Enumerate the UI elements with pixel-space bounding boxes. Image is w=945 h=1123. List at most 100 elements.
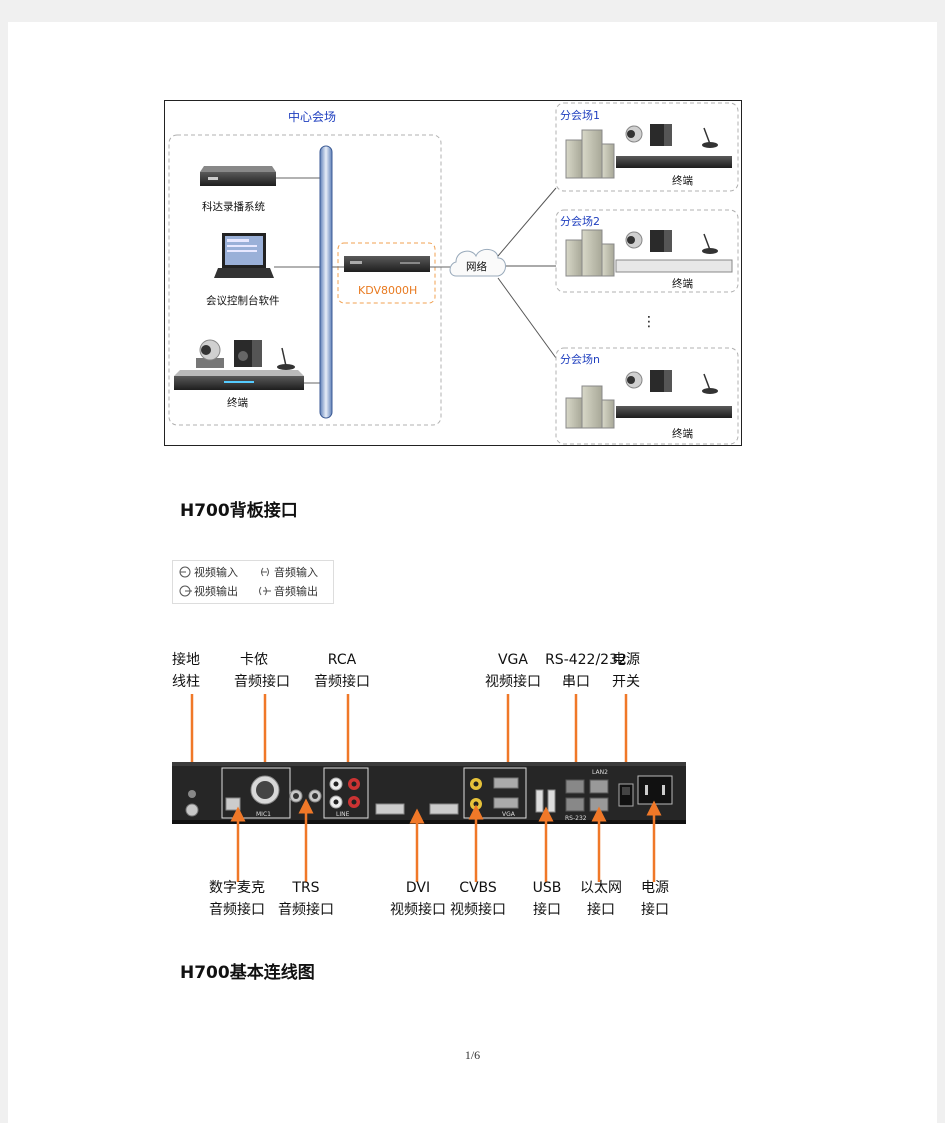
terminal-device-icon — [616, 156, 732, 168]
mcu-label: KDV8000H — [358, 284, 417, 297]
microphone-icon — [702, 233, 718, 254]
label-digital-mic-2: 音频接口 — [209, 901, 265, 916]
xlr-port-icon — [250, 775, 280, 805]
legend-audio-in: 音频输入 — [274, 565, 318, 579]
terminal-device-icon — [615, 259, 733, 273]
ground-post-icon — [185, 790, 199, 817]
video-in-icon — [179, 566, 191, 578]
microphone-icon — [277, 347, 295, 370]
laptop-icon — [214, 233, 274, 278]
label-serial-1: RS-422/232 — [545, 652, 627, 668]
network-label: 网络 — [466, 260, 487, 273]
label-rca-2: 音频接口 — [314, 673, 370, 690]
branch-terminal-label: 终端 — [672, 427, 693, 440]
mcu-device-icon — [344, 256, 430, 272]
section-heading-back-panel: H700背板接口 — [180, 501, 298, 521]
label-usb-1: USB — [533, 880, 562, 896]
speaker-icon — [234, 340, 262, 367]
speaker-icon — [664, 124, 672, 146]
branch-title: 分会场n — [560, 352, 600, 366]
branch-title: 分会场2 — [560, 214, 600, 228]
silk-line: LINE — [336, 811, 350, 818]
mcu-box — [337, 242, 436, 304]
camera-icon — [625, 371, 643, 389]
label-power-switch-2: 开关 — [612, 674, 640, 690]
building-icon — [565, 129, 615, 179]
label-xlr-2: 音频接口 — [234, 673, 290, 690]
speaker-icon — [650, 124, 664, 146]
label-serial-2: 串口 — [562, 674, 590, 690]
silk-lan2: LAN2 — [592, 769, 608, 776]
central-site-title: 中心会场 — [288, 109, 336, 124]
camera-icon — [625, 231, 643, 249]
label-trs-2: 音频接口 — [278, 901, 334, 916]
serial-port-icon — [565, 779, 585, 812]
label-dvi-2: 视频接口 — [390, 901, 446, 916]
digital-mic-port — [225, 797, 241, 811]
legend-video-in: 视频输入 — [194, 565, 238, 579]
label-ethernet-2: 接口 — [587, 901, 615, 916]
branch-title: 分会场1 — [560, 108, 600, 122]
center-terminal-label: 终端 — [227, 396, 248, 409]
label-cvbs-1: CVBS — [459, 880, 497, 896]
label-usb-2: 接口 — [533, 901, 561, 916]
audio-in-icon — [261, 567, 269, 577]
microphone-icon — [702, 127, 718, 148]
branch-site-2: 分会场2 终端 — [555, 209, 739, 293]
terminal-device-icon — [616, 406, 732, 418]
branch-terminal-label: 终端 — [672, 174, 693, 187]
speaker-icon — [650, 370, 664, 392]
link-line — [497, 277, 557, 359]
camera-icon — [625, 125, 643, 143]
back-panel-chassis — [172, 762, 686, 824]
console-software-label: 会议控制台软件 — [206, 294, 280, 307]
page-number: 1/6 — [464, 1048, 481, 1062]
center-terminal-device-icon — [174, 370, 304, 390]
more-sites-ellipsis: ⋮ — [642, 314, 656, 330]
silk-vga: VGA — [502, 811, 516, 818]
speaker-icon — [650, 230, 664, 252]
microphone-icon — [702, 373, 718, 394]
label-xlr-1: 卡侬 — [240, 652, 268, 668]
branch-site-1: 分会场1 终端 — [555, 102, 739, 192]
recording-system-label: 科达录播系统 — [202, 200, 265, 213]
legend-audio-out: 音频输出 — [274, 584, 318, 598]
power-switch-icon — [618, 783, 634, 807]
building-icon — [565, 229, 615, 277]
central-site-box — [168, 134, 442, 426]
video-out-icon — [179, 585, 192, 597]
vga-port-icon — [493, 777, 519, 809]
label-cvbs-2: 视频接口 — [450, 901, 506, 916]
building-icon — [565, 385, 615, 429]
camera-icon — [196, 339, 224, 368]
h700-back-panel-diagram: 接地 线柱 卡侬 音频接口 RCA 音频接口 VGA 视频接口 RS-422/2… — [172, 651, 686, 916]
network-cloud-icon — [449, 249, 506, 277]
rca-port-icon — [329, 777, 360, 809]
link-line — [497, 187, 557, 257]
label-ground-post-2: 线柱 — [172, 674, 200, 690]
branch-site-n: 分会场n 终端 — [555, 347, 739, 445]
rca-area — [323, 767, 369, 819]
label-rca-1: RCA — [328, 652, 357, 668]
document-page: 中心会场 科达录播系统 会议控制台软件 — [8, 22, 937, 1123]
mic-area — [221, 767, 291, 819]
dvi-port-icon — [375, 803, 459, 815]
label-ethernet-1: 以太网 — [580, 880, 622, 896]
label-ground-post-1: 接地 — [172, 651, 200, 668]
label-vga-2: 视频接口 — [485, 673, 541, 690]
silk-mic: MIC1 — [256, 811, 271, 818]
legend-video-out: 视频输出 — [194, 584, 238, 598]
silk-rs232: RS-232 — [565, 815, 587, 822]
port-legend: 视频输入 音频输入 视频输出 音频输出 — [172, 560, 334, 604]
video-area — [463, 767, 527, 819]
label-digital-mic-1: 数字麦克 — [209, 880, 265, 896]
label-trs-1: TRS — [291, 880, 319, 896]
branch-terminal-label: 终端 — [672, 277, 693, 290]
network-topology-diagram: 中心会场 科达录播系统 会议控制台软件 — [164, 100, 742, 446]
section-heading-wiring: H700基本连线图 — [180, 963, 315, 983]
label-power-socket-2: 接口 — [641, 901, 669, 916]
speaker-icon — [664, 370, 672, 392]
recording-device-icon — [200, 166, 276, 186]
speaker-icon — [664, 230, 672, 252]
label-vga-1: VGA — [498, 652, 528, 668]
